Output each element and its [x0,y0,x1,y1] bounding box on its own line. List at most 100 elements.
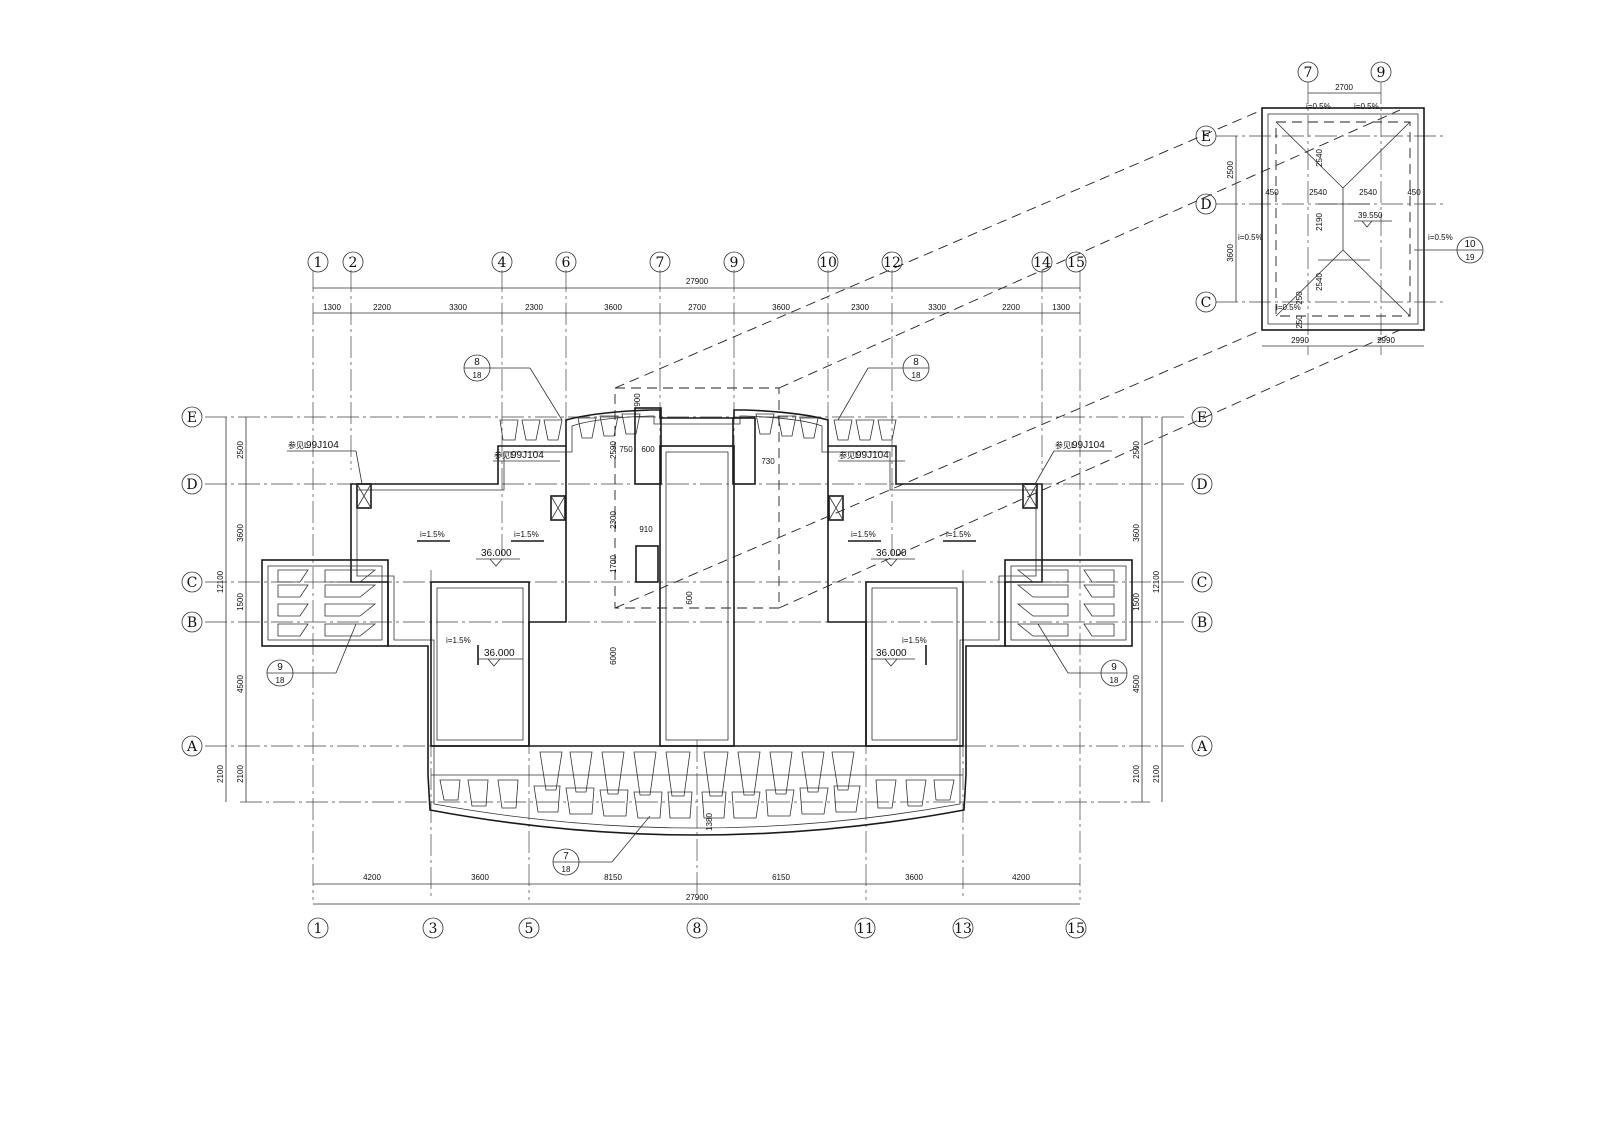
dim-bottom-total: 27900 [686,893,709,902]
grid-bubble-b1: 1 [307,917,329,939]
svg-text:99J104: 99J104 [856,450,889,461]
svg-text:4: 4 [498,255,507,271]
svg-text:9: 9 [277,662,283,673]
svg-text:2500: 2500 [1132,441,1141,459]
detail-callout-8-left: 8 18 [463,354,563,421]
grid-bubble-15: 15 [1065,251,1087,273]
svg-text:2990: 2990 [1377,336,1395,345]
svg-text:450: 450 [1265,188,1279,197]
svg-text:600: 600 [641,445,655,454]
svg-text:36.000: 36.000 [484,648,515,659]
inset-detail-callout-10: 10 19 [1414,236,1484,264]
svg-text:1: 1 [314,921,323,937]
svg-text:i=1.5%: i=1.5% [851,530,876,539]
svg-text:1700: 1700 [609,555,618,573]
svg-text:参见L: 参见L [1055,440,1076,450]
svg-text:2300: 2300 [525,303,543,312]
svg-text:99J104: 99J104 [511,450,544,461]
row-bubble-b-right: B [1191,611,1213,633]
inset-row-bubble-c: C [1195,291,1217,313]
svg-text:2200: 2200 [373,303,391,312]
detail-callouts: 8 18 8 18 9 18 9 18 7 18 [266,354,1128,876]
svg-text:450: 450 [1407,188,1421,197]
inset-grid-bubble-7: 7 [1297,61,1319,83]
svg-text:i=0.5%: i=0.5% [1306,102,1331,111]
grid-bubble-9: 9 [723,251,745,273]
grid-bubble-4: 4 [491,251,513,273]
svg-text:250: 250 [1295,291,1304,305]
svg-text:39.550: 39.550 [1358,211,1383,220]
svg-text:99J104: 99J104 [1072,440,1105,451]
svg-text:参见L: 参见L [288,440,309,450]
svg-text:参见L: 参见L [494,450,515,460]
svg-text:1500: 1500 [236,593,245,611]
svg-text:10: 10 [819,255,837,271]
svg-text:7: 7 [563,851,569,862]
svg-text:2: 2 [349,255,358,271]
grid-bubble-12: 12 [881,251,903,273]
svg-text:E: E [1197,410,1207,426]
svg-text:250: 250 [1295,315,1304,329]
detail-callout-8-right: 8 18 [837,354,930,421]
detail-callout-9-left: 9 18 [266,623,357,687]
row-bubble-e-left: E [181,406,203,428]
svg-text:6000: 6000 [609,647,618,665]
svg-text:A: A [186,739,198,755]
svg-text:9: 9 [1111,662,1117,673]
svg-text:3300: 3300 [449,303,467,312]
svg-text:i=0.5%: i=0.5% [1428,233,1453,242]
svg-text:3300: 3300 [928,303,946,312]
grid-bubble-1: 1 [307,251,329,273]
svg-text:D: D [1196,477,1207,493]
svg-text:7: 7 [1304,65,1313,81]
grid-bubble-b13: 13 [952,917,974,939]
svg-text:8: 8 [913,357,919,368]
svg-text:B: B [1197,615,1207,631]
svg-text:3600: 3600 [905,873,923,882]
svg-text:2200: 2200 [1002,303,1020,312]
svg-text:i=1.5%: i=1.5% [946,530,971,539]
svg-text:2700: 2700 [1335,83,1353,92]
row-bubble-b-left: B [181,611,203,633]
svg-text:1380: 1380 [705,813,714,831]
svg-text:2700: 2700 [688,303,706,312]
svg-text:2540: 2540 [1309,188,1327,197]
row-bubble-d-right: D [1191,473,1213,495]
grid-bubble-b3: 3 [422,917,444,939]
svg-text:i=1.5%: i=1.5% [446,636,471,645]
building-outline [261,409,1133,836]
svg-text:2100: 2100 [216,765,225,783]
svg-text:6: 6 [562,255,571,271]
row-bubble-d-left: D [181,473,203,495]
dims-bottom: 4200 3600 8150 6150 3600 4200 27900 [363,873,1030,902]
svg-text:C: C [1201,295,1212,311]
svg-text:i=1.5%: i=1.5% [514,530,539,539]
svg-text:2540: 2540 [1359,188,1377,197]
svg-text:2100: 2100 [1152,765,1161,783]
slope-labels: i=1.5% i=1.5% i=1.5% i=1.5% i=1.5% i=1.5… [417,530,976,665]
inset-row-bubble-e: E [1195,125,1217,147]
svg-text:参见L: 参见L [839,450,860,460]
svg-text:15: 15 [1067,255,1085,271]
grid-bubble-b15: 15 [1065,917,1087,939]
grid-bubble-b11: 11 [854,917,876,939]
svg-text:2300: 2300 [609,511,618,529]
svg-text:8: 8 [474,357,480,368]
elevation-marks: 36.000 36.000 36.000 36.000 [476,548,915,667]
grid-bubble-b5: 5 [518,917,540,939]
row-bubble-a-left: A [181,735,203,757]
svg-text:14: 14 [1033,255,1051,271]
svg-text:6150: 6150 [772,873,790,882]
svg-text:D: D [1200,197,1211,213]
svg-text:i=0.5%: i=0.5% [1276,303,1301,312]
svg-text:3600: 3600 [236,524,245,542]
svg-text:7: 7 [656,255,665,271]
svg-text:A: A [1196,739,1208,755]
svg-text:9: 9 [730,255,739,271]
svg-text:i=1.5%: i=1.5% [420,530,445,539]
grid-bubble-2: 2 [342,251,364,273]
svg-text:3600: 3600 [1132,524,1141,542]
svg-text:99J104: 99J104 [306,440,339,451]
grid-bubble-7: 7 [649,251,671,273]
